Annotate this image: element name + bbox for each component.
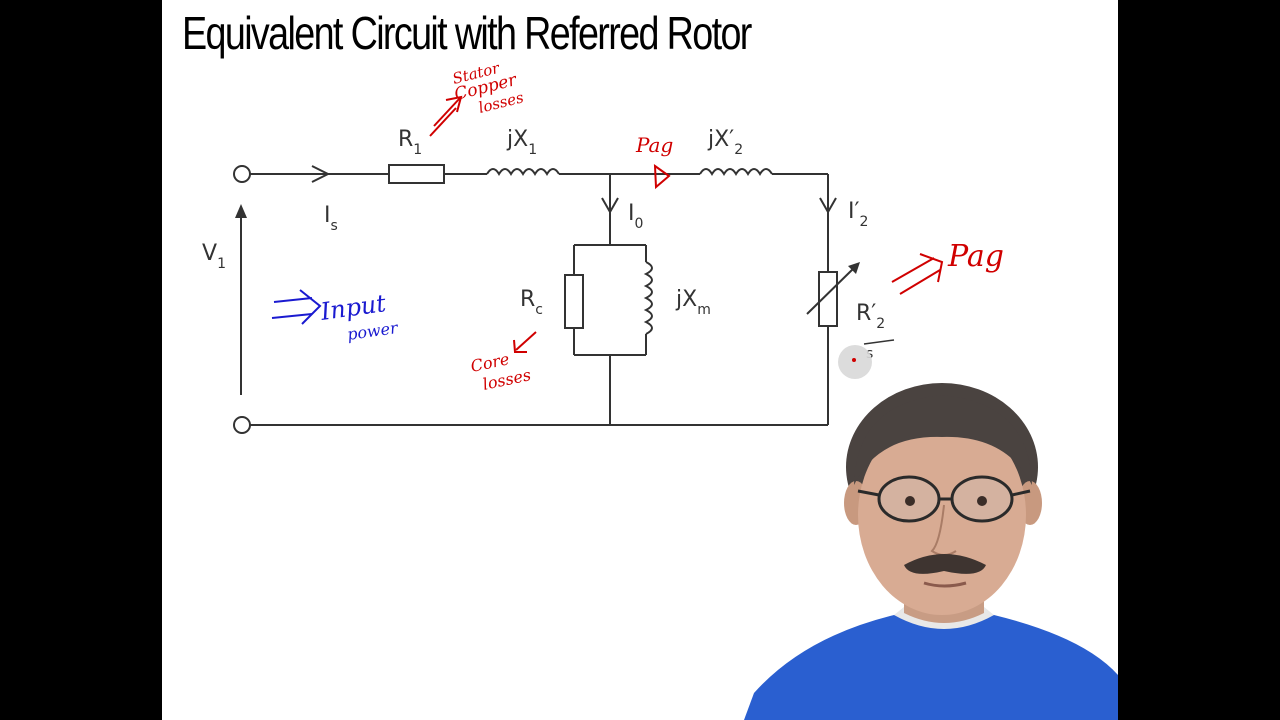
r1-label: R1 [398, 127, 422, 158]
r2-variable-resistor [806, 262, 860, 327]
rc-resistor [564, 274, 584, 329]
is-label: Is [324, 203, 338, 234]
presenter-shirt [744, 615, 1118, 720]
jxm-label: jXm [675, 287, 711, 318]
svg-text:power: power [346, 318, 400, 344]
pag-top-note: Pag [635, 133, 673, 157]
rc-label: Rc [520, 287, 543, 318]
input-power-note: Input power [318, 289, 400, 344]
jx1-label: jX1 [506, 127, 537, 158]
i2-prime-label: I′2 [848, 199, 868, 230]
mustache [904, 554, 986, 574]
stator-copper-arrow [429, 95, 463, 137]
pag-right-note: Pag [947, 239, 1004, 274]
pag-direction-arrow [653, 163, 671, 190]
v1-voltage-arrow [235, 204, 247, 395]
presenter-video [744, 383, 1118, 720]
pag-right-arrow [891, 253, 944, 295]
r1-resistor [388, 164, 445, 184]
pointer-cursor [838, 345, 872, 379]
slide-title: Equivalent Circuit with Referred Rotor [182, 7, 752, 59]
i0-current-arrow [601, 184, 619, 215]
r2-fraction-bar [863, 339, 895, 345]
input-terminal-top [233, 165, 251, 183]
i2-current-arrow [819, 184, 837, 215]
i0-label: I0 [628, 201, 643, 232]
stator-copper-losses-note: Stator Copper losses [451, 59, 526, 117]
is-current-arrow [311, 165, 331, 183]
input-power-arrow [271, 289, 322, 325]
r2-prime-label: R′2 [856, 301, 885, 332]
core-losses-note: Core losses [469, 349, 533, 394]
core-losses-arrow [513, 331, 537, 353]
v1-label: V1 [202, 241, 226, 272]
input-terminal-bottom [233, 416, 251, 434]
jx2-prime-label: jX′2 [707, 127, 743, 158]
slide: Equivalent Circuit with Referred Rotor [162, 0, 1118, 720]
equivalent-circuit-diagram: R1 jX1 jX′2 Is I0 I′2 V1 Rc jXm R′2 s St… [202, 59, 1004, 434]
